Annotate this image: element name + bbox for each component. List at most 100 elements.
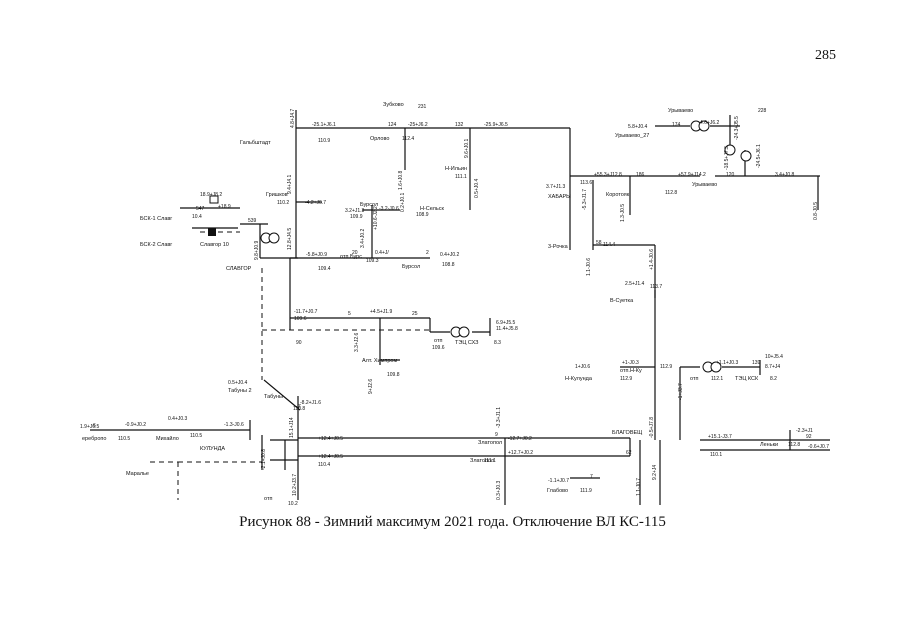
node-number: 62	[626, 450, 632, 456]
page-number: 285	[815, 48, 836, 63]
voltage-value: 112.1	[711, 376, 723, 382]
label-otp1: отп	[434, 338, 442, 344]
voltage-value: 109.4	[318, 266, 331, 272]
voltage-value: 112.4	[402, 136, 414, 142]
flow-value: +55.3+J12.8	[594, 172, 622, 178]
label-otpburs: отп.Бурс	[340, 254, 362, 260]
flow-value: -3.2-J0.6	[379, 206, 399, 212]
power-network-diagram: Зубково Гальбштадт Орлово Н-Ильин Гришко…	[80, 102, 830, 507]
label-bursol2: Бурсол	[402, 264, 420, 270]
flow-value-vertical: +1.4-J0.6	[649, 249, 655, 270]
flow-value: +15.1-J3.7	[708, 434, 732, 440]
label-serebrop: еребропо	[82, 436, 106, 442]
flow-value: -4.2+J6.7	[305, 200, 326, 206]
transformer-symbols	[260, 120, 752, 373]
flow-value-vertical: -1+J3.7	[678, 383, 684, 400]
flow-value-vertical: -24.3+J5.5	[734, 116, 740, 140]
voltage-value: 112.8	[665, 190, 677, 196]
label-vsuetka: В-Суетка	[610, 298, 634, 304]
node-number: 174	[672, 122, 681, 128]
voltage-value: 111.1	[455, 174, 467, 180]
flow-value-vertical: 9.2+J4	[652, 465, 658, 480]
label-zubkovo: Зубково	[383, 102, 404, 108]
flow-value: 0.4+J/	[375, 250, 389, 256]
voltage-value: 10.2	[288, 501, 298, 507]
flow-value-vertical: 0.8-J0.5	[813, 202, 819, 220]
label-zlatopol: Златопол	[478, 440, 502, 446]
voltage-value: 8.2	[770, 376, 777, 382]
flow-value-vertical: 1.1-J0.6	[586, 258, 592, 276]
flow-value-vertical: 1.6+J0.8	[398, 170, 404, 190]
network-lines	[90, 110, 830, 505]
voltage-value: 110.5	[118, 436, 130, 442]
flow-value-vertical: 0.3+J0.3	[496, 480, 502, 500]
flow-value: +57.9+J14.2	[678, 172, 706, 178]
flow-value: -25.1+J6.1	[312, 122, 336, 128]
label-nselsk: Н-Сельск	[420, 206, 444, 212]
flow-value: -1.1+J0.7	[548, 478, 569, 484]
label-slavgor10: Славгор 10	[200, 242, 229, 248]
flow-value: 3.2+J1.3	[345, 208, 365, 214]
flow-value: 6.9+J5.5	[496, 320, 516, 326]
flow-value-vertical: 9.6+J0.1	[464, 138, 470, 158]
label-orlovo: Орлово	[370, 136, 389, 142]
label-urivaevo2: Урываево	[692, 182, 717, 188]
voltage-value: 112.9	[620, 376, 632, 382]
node-number: 5	[348, 311, 351, 317]
node-number: 25	[412, 311, 418, 317]
label-otp3: отп	[264, 496, 272, 502]
voltage-value: 110.9	[318, 138, 330, 144]
flow-value: -0.6+J0.7	[808, 444, 829, 450]
voltage-value: 112.8	[788, 442, 800, 448]
flow-value-vertical: 3.4+J0.2	[360, 228, 366, 248]
voltage-value: 109.8	[387, 372, 400, 378]
label-khabary: ХАБАРЫ	[548, 194, 571, 200]
voltage-value: 110.5	[190, 433, 202, 439]
node-number: 186	[636, 172, 645, 178]
label-urivaevo27: Урываево_27	[615, 133, 649, 139]
flow-value: -12.7+J0.2	[508, 436, 532, 442]
flow-value: -1.3-J0.6	[224, 422, 244, 428]
label-blagov: БЛАГОВЕЩ	[612, 430, 642, 436]
voltage-value: 113.6	[580, 180, 592, 186]
flow-value-vertical: 3.3+J2.6	[354, 332, 360, 352]
voltage-value: 111.9	[580, 488, 592, 494]
voltage-value: 114.4	[603, 242, 615, 248]
flow-value: +12.7+J0.2	[508, 450, 533, 456]
flow-value: 0.4+J0.2	[440, 252, 460, 258]
flow-value-vertical: -3.3+J1.1	[496, 407, 502, 428]
flow-value-vertical: 1.3-J0.5	[620, 204, 626, 222]
flow-value: +1-J0.3	[622, 360, 639, 366]
voltage-value: 109.6	[432, 345, 445, 351]
flow-value-vertical: 12.8+J4.5	[287, 228, 293, 250]
label-korot: Коротояк	[606, 192, 630, 198]
flow-value: 0.5+J0.4	[228, 380, 248, 386]
label-nkulunda: Н-Кулунда	[565, 376, 593, 382]
voltage-value: 8.3	[494, 340, 501, 346]
flow-value: 3.4+J0.8	[775, 172, 795, 178]
flow-value-vertical: 9.4+J4.1	[287, 174, 293, 194]
node-number: 228	[758, 108, 767, 114]
voltage-value: 109.6	[294, 316, 307, 322]
label-urivaevo: Урываево	[668, 108, 693, 114]
flow-value: 3.7+J1.3	[546, 184, 566, 190]
label-altkhim: Алт. Химпром	[362, 358, 397, 364]
voltage-value: 109.9	[350, 214, 363, 220]
flow-value-vertical: -5.3+J1.7	[582, 189, 588, 210]
voltage-value: 113.7	[650, 284, 662, 290]
flow-value-vertical: 10.2+J3.7	[292, 474, 298, 496]
flow-value: +12.4+J0.5	[318, 454, 343, 460]
flow-value-vertical: 4.8+J4.7	[290, 108, 296, 128]
flow-value: +12.4+J0.5	[318, 436, 343, 442]
flow-value: 5.8+J0.4	[628, 124, 648, 130]
label-otp2: отп	[690, 376, 698, 382]
label-tabun2: Табуны 2	[228, 388, 252, 394]
label-otpnku: отп.Н-Ку	[620, 368, 642, 374]
node-number: 120	[726, 172, 735, 178]
voltage-value: 108.9	[416, 212, 429, 218]
voltage-value: 111.1	[484, 458, 496, 464]
power-flows: -25.1+J6.1 -25+J6.2 -25.9+J6.5 -4.2+J6.7…	[80, 120, 829, 484]
flow-value-vertical: 1.1-J0.7	[636, 478, 642, 496]
flow-value: -11.7+J0.7	[294, 309, 318, 315]
voltage-values: 110.9 112.4 111.1 110.2 109.9 108.9 10.4…	[118, 136, 800, 507]
